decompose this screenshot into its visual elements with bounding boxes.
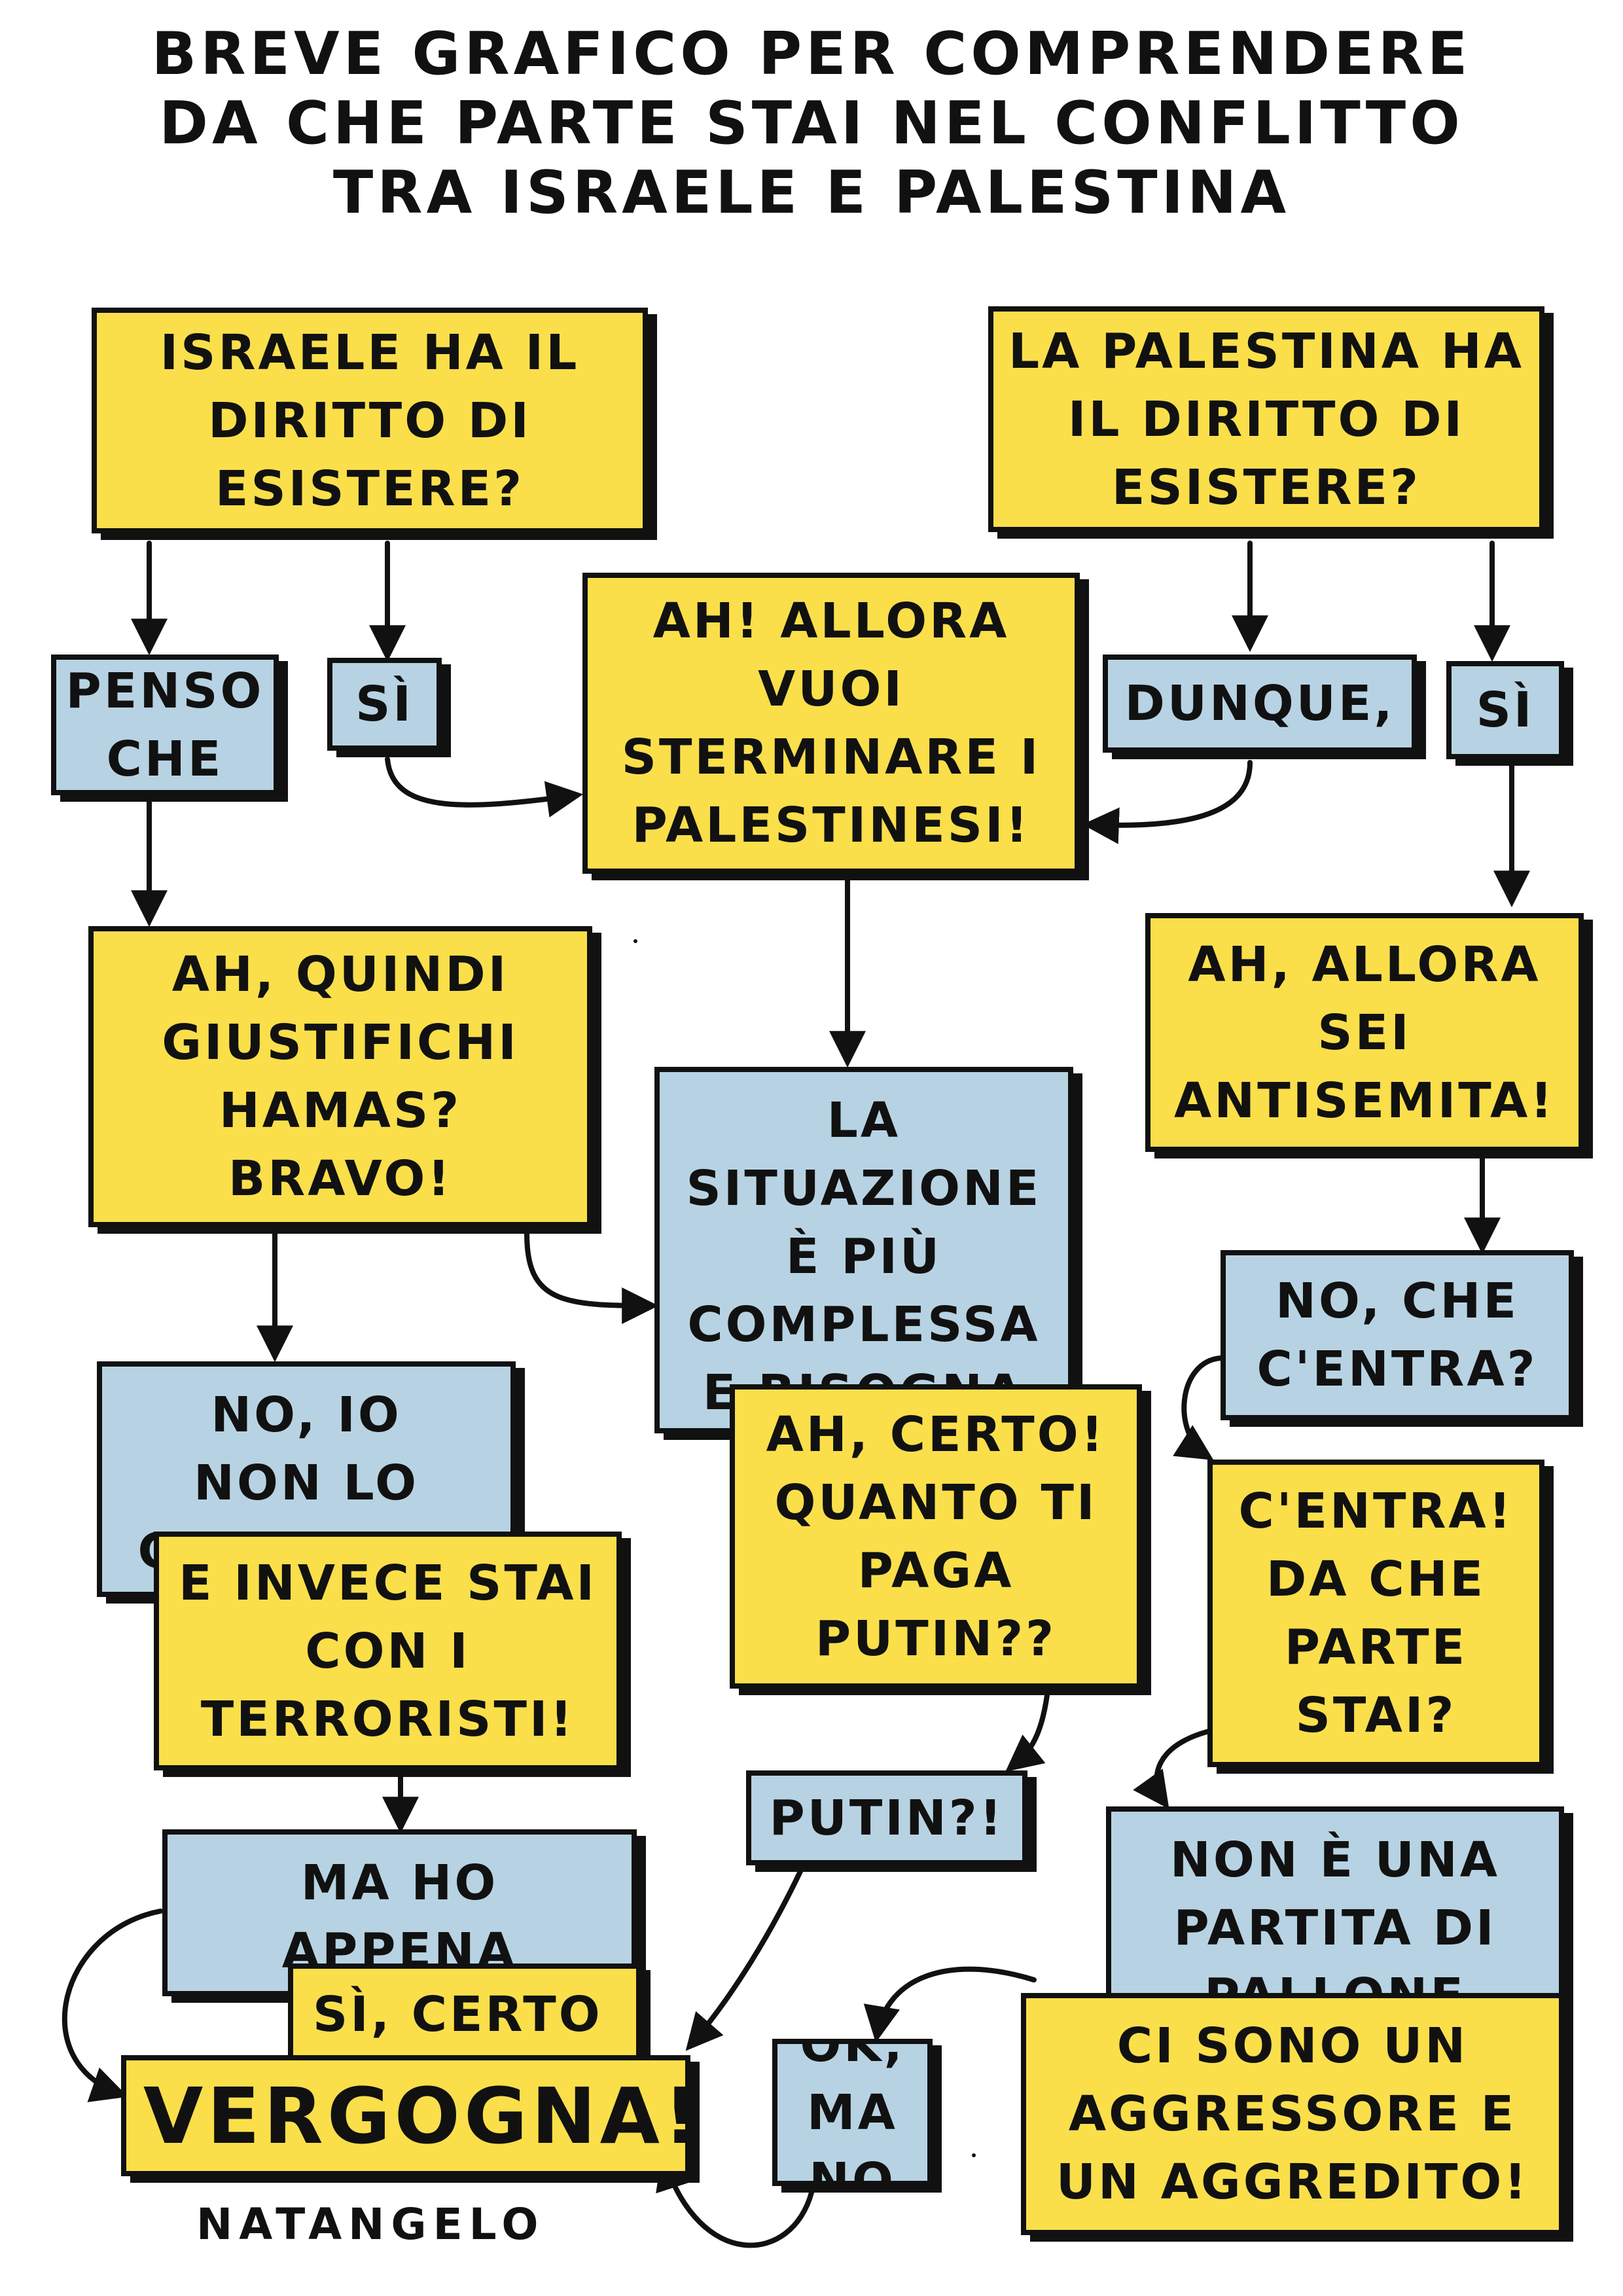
box-line: C'ENTRA? [1257, 1341, 1538, 1397]
box-stai-con-terroristi: E INVECE STAI CON I TERRORISTI! [154, 1532, 622, 1770]
box-no-che-centra: NO, CHE C'ENTRA? [1221, 1250, 1574, 1420]
box-line: LA PALESTINA HA [1008, 323, 1525, 380]
ink-dot [972, 2153, 976, 2157]
box-line: NO, CHE [1275, 1273, 1519, 1329]
box-line: PUTIN?? [815, 1610, 1057, 1667]
box-line: STAI? [1295, 1687, 1457, 1744]
box-line: STERMINARE I [621, 729, 1041, 785]
box-line: SÌ [355, 676, 414, 732]
box-si-left: SÌ [327, 658, 442, 751]
arrow-si-to-sterminare [385, 757, 584, 817]
box-line: AH! ALLORA [652, 593, 1010, 649]
title-line-1: BREVE GRAFICO PER COMPRENDERE [151, 20, 1472, 88]
box-line: OK, [800, 2039, 905, 2073]
arrow-condannato-to-vergogna [62, 1909, 163, 2102]
box-line: SITUAZIONE [686, 1160, 1042, 1217]
box-line: DUNQUE, [1124, 675, 1395, 732]
box-line: MA NO [807, 2084, 898, 2186]
box-dunque: DUNQUE, [1103, 655, 1417, 753]
box-line: ISRAELE HA IL [160, 324, 580, 381]
box-line: DA CHE [1266, 1551, 1486, 1607]
box-line: UN AGGREDITO! [1056, 2154, 1529, 2210]
box-line: AGGRESSORE E [1068, 2086, 1517, 2142]
box-line: AH, QUINDI [171, 946, 509, 1003]
box-antisemita: AH, ALLORA SEI ANTISEMITA! [1145, 913, 1584, 1152]
box-da-che-parte-stai: C'ENTRA! DA CHE PARTE STAI? [1207, 1460, 1544, 1767]
box-line: CI SONO UN [1116, 2018, 1469, 2074]
box-line: PARTITA DI [1173, 1900, 1497, 1956]
box-line: NON È UNA [1169, 1832, 1501, 1888]
arrow-partita-to-ok [863, 1966, 1037, 2043]
box-aggressore-aggredito: CI SONO UN AGGRESSORE E UN AGGREDITO! [1021, 1993, 1564, 2235]
box-line: DIRITTO DI [208, 392, 531, 449]
arrow-dunque-to-sterminare [1082, 760, 1253, 844]
box-line: ESISTERE? [215, 460, 525, 517]
box-line: HAMAS? [219, 1083, 462, 1139]
title-line-3: TRA ISRAELE E PALESTINA [332, 158, 1291, 227]
box-line: C'ENTRA! [1238, 1483, 1514, 1539]
box-sterminare: AH! ALLORA VUOI STERMINARE I PALESTINESI! [582, 573, 1080, 874]
box-line: VERGOGNA! [143, 2070, 690, 2161]
box-line: VUOI [758, 661, 904, 717]
box-line: PUTIN?! [769, 1789, 1005, 1846]
box-ok-ma-no: OK, MA NO [772, 2039, 933, 2186]
box-line: CHE [106, 730, 224, 787]
box-putin-question: PUTIN?! [746, 1770, 1027, 1865]
arrow-centra-to-partita [1133, 1725, 1226, 1810]
box-si-right: SÌ [1446, 661, 1564, 759]
box-line: GIUSTIFICHI [162, 1014, 519, 1071]
box-line: IL DIRITTO DI [1067, 391, 1465, 448]
box-line: PENSO [65, 662, 264, 719]
box-line: E INVECE STAI [178, 1554, 597, 1611]
box-line: ESISTERE? [1111, 459, 1421, 516]
arrow-putin-to-vergogna [685, 1866, 804, 2051]
box-line: TERRORISTI! [200, 1691, 575, 1748]
comic-title: BREVE GRAFICO PER COMPRENDERE DA CHE PAR… [0, 20, 1623, 228]
box-line: SÌ [1476, 682, 1535, 738]
box-line: NO, IO [211, 1387, 402, 1443]
box-line: ANTISEMITA! [1174, 1072, 1555, 1129]
box-vergogna: VERGOGNA! [121, 2055, 690, 2176]
box-line: QUANTO TI [774, 1474, 1097, 1531]
box-line: CON I [305, 1623, 471, 1679]
box-line: È PIÙ [785, 1229, 942, 1285]
box-line: LA [827, 1092, 901, 1149]
box-palestina-diritto: LA PALESTINA HA IL DIRITTO DI ESISTERE? [988, 306, 1544, 532]
box-line: PARTE [1284, 1619, 1468, 1676]
box-line: AH, ALLORA [1188, 936, 1541, 993]
box-quanto-ti-paga-putin: AH, CERTO! QUANTO TI PAGA PUTIN?? [730, 1384, 1142, 1689]
box-israele-diritto: ISRAELE HA IL DIRITTO DI ESISTERE? [92, 308, 648, 533]
artist-signature: NATANGELO [196, 2199, 545, 2250]
box-line: BRAVO! [228, 1151, 453, 1207]
box-giustifichi-hamas: AH, QUINDI GIUSTIFICHI HAMAS? BRAVO! [88, 926, 592, 1227]
box-line: SÌ, CERTO [313, 1986, 603, 2043]
box-penso-che: PENSO CHE [51, 655, 279, 795]
box-line: PALESTINESI! [632, 797, 1031, 853]
box-line: PAGA [857, 1542, 1014, 1599]
ink-dot [633, 939, 637, 943]
arrow-putin-paga-to-putin [1005, 1693, 1050, 1772]
box-line: SEI [1317, 1004, 1412, 1061]
box-line: COMPLESSA [687, 1297, 1041, 1353]
arrow-giustifichi-to-complessa [524, 1231, 659, 1324]
box-line: AH, CERTO! [766, 1406, 1106, 1463]
arrow-ok-to-vergogna [656, 2153, 814, 2248]
box-line: NON LO [194, 1455, 419, 1511]
arrow-no-che-to-centra [1173, 1355, 1223, 1461]
title-line-2: DA CHE PARTE STAI NEL CONFLITTO [159, 89, 1464, 158]
